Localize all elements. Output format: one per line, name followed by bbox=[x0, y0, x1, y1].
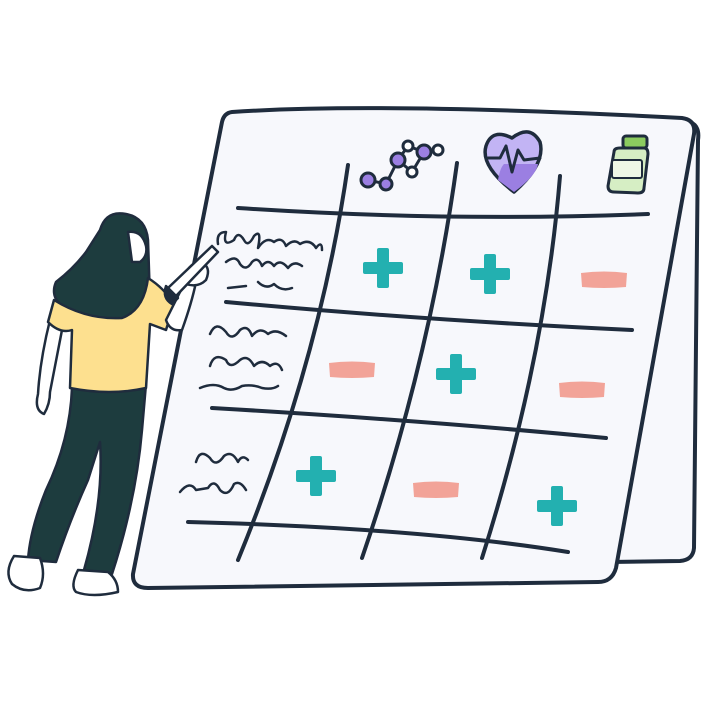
person-writing bbox=[7, 212, 220, 597]
plus-mark bbox=[470, 254, 510, 294]
row-3-note bbox=[178, 452, 250, 495]
left-arm bbox=[35, 318, 64, 416]
right-shoe bbox=[72, 568, 120, 597]
cell-marks bbox=[296, 248, 627, 526]
plus-mark bbox=[296, 456, 336, 496]
grid-horizontal-lines bbox=[186, 206, 650, 554]
minus-mark bbox=[581, 271, 627, 288]
minus-mark bbox=[559, 381, 605, 398]
plus-mark bbox=[537, 486, 577, 526]
hair bbox=[52, 212, 152, 324]
pill-bottle-icon bbox=[606, 134, 650, 195]
left-shoe bbox=[7, 554, 45, 592]
plus-mark bbox=[436, 354, 476, 394]
pants bbox=[26, 382, 148, 576]
row-label-scribbles bbox=[178, 230, 324, 495]
row-2-note bbox=[198, 325, 288, 391]
minus-mark bbox=[329, 361, 375, 378]
face bbox=[126, 230, 148, 264]
molecule-icon bbox=[359, 139, 445, 192]
minus-mark bbox=[413, 481, 459, 498]
row-1-note bbox=[216, 230, 324, 291]
plus-mark bbox=[363, 248, 403, 288]
heart-pulse-icon bbox=[483, 130, 543, 194]
